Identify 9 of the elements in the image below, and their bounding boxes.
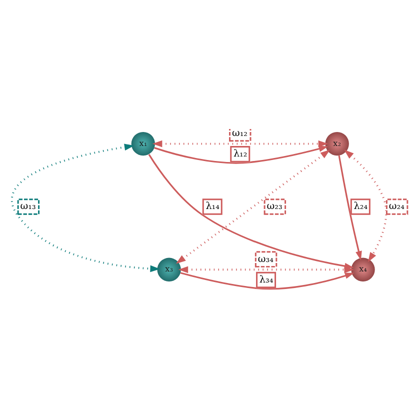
edge-label: ω₃₄	[258, 253, 274, 264]
edge-label: λ₁₄	[206, 200, 220, 212]
edge-label: ω₁₂	[232, 127, 248, 138]
edge-label: ω₁₃	[20, 200, 36, 212]
edge-label: ω₂₄	[388, 200, 404, 212]
edge-label: λ₂₄	[354, 200, 368, 212]
edge-label: λ₁₂	[233, 148, 248, 160]
edge-label: ω₂₃	[266, 200, 282, 212]
edge-label: λ₃₄	[259, 274, 274, 286]
